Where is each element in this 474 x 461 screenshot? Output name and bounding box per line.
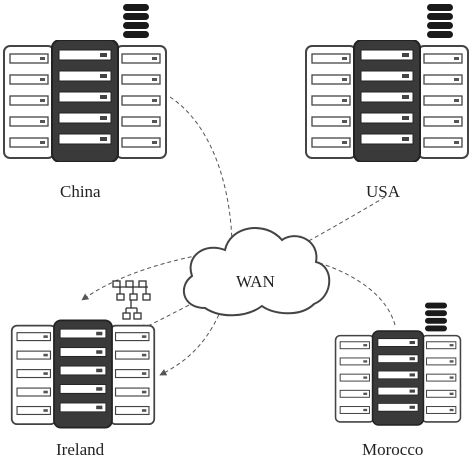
site-label-morocco: Morocco [362,440,424,459]
link-morocco-to-ireland [81,250,396,326]
link-china-to-ireland [159,96,233,376]
site-label-usa: USA [366,182,401,201]
wan-label: WAN [236,272,275,291]
site-label-ireland: Ireland [56,440,105,459]
server-rack-icon [10,319,156,429]
database-icon [425,302,447,332]
site-china [3,4,167,162]
site-label-china: China [60,182,101,201]
hierarchy-tree-icon [112,280,151,320]
site-usa [305,4,469,162]
database-icon [123,4,149,38]
database-icon [427,4,453,38]
site-morocco [334,302,462,426]
server-rack-icon [3,40,167,162]
server-rack-icon [305,40,469,162]
cloud-icon [182,226,331,317]
site-ireland [10,280,156,429]
server-rack-icon [334,330,462,426]
